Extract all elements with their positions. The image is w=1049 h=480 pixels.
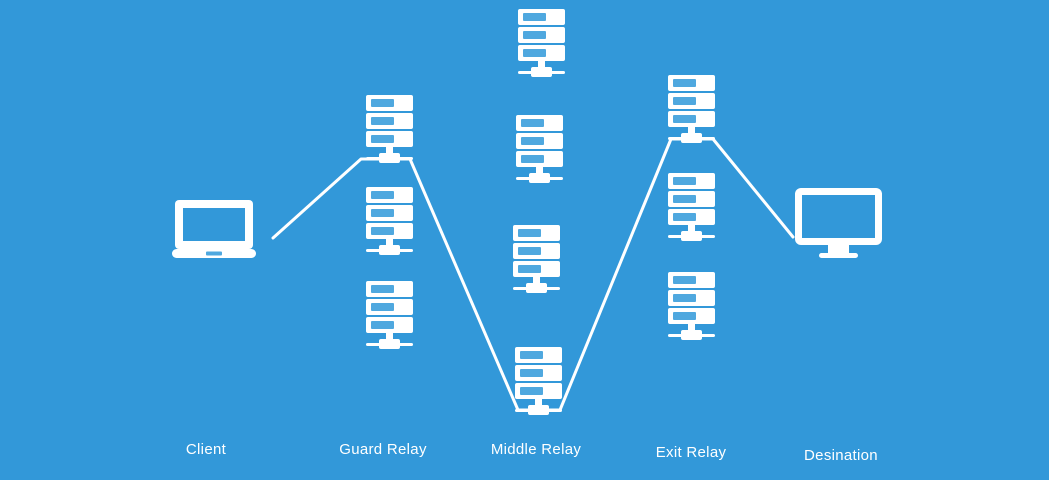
node-label-middle-relay: Middle Relay: [490, 441, 582, 458]
server-icon: [668, 173, 715, 243]
node-label-exit-relay: Exit Relay: [655, 444, 727, 461]
server-icon: [366, 187, 413, 257]
server-icon: [516, 115, 563, 185]
node-label-guard-relay: Guard Relay: [339, 441, 427, 458]
server-icon: [513, 225, 560, 295]
node-label-destination: Desination: [804, 447, 878, 464]
server-icon: [518, 9, 565, 79]
laptop-icon: [172, 200, 256, 258]
server-icon: [668, 75, 715, 145]
node-label-client: Client: [185, 441, 227, 458]
server-icon: [515, 347, 562, 417]
server-icon: [366, 281, 413, 351]
monitor-icon: [795, 188, 882, 258]
server-icon: [668, 272, 715, 342]
server-icon: [366, 95, 413, 165]
